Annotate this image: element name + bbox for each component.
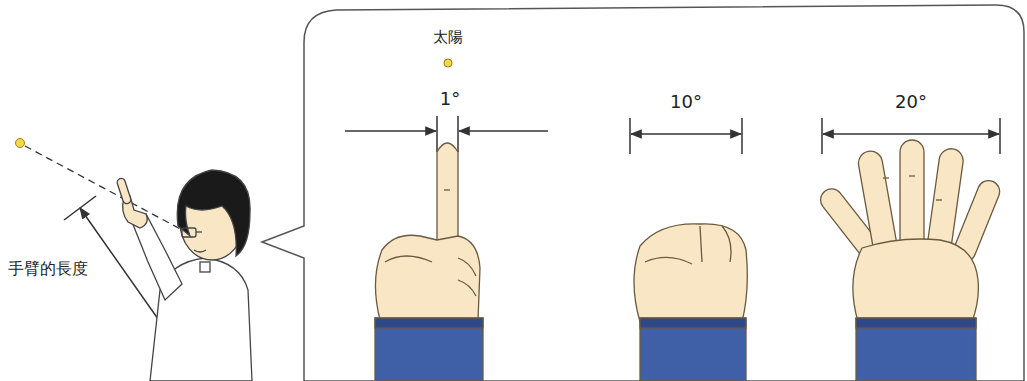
sun-label: 太陽 [433,28,463,46]
sight-line [25,146,186,232]
angle-label: 1° [440,88,460,110]
person-figure [116,170,252,381]
dimension-label: 手臂的長度 [8,259,88,278]
angle-label: 10° [670,91,702,113]
sun-dot [16,139,25,148]
open-hand [816,140,1003,381]
speech-bubble [262,5,1024,381]
fist-hand [634,224,747,381]
index-finger-hand [375,143,483,381]
sun-dot [444,59,452,67]
angle-label: 20° [895,91,927,113]
ten-degree-dimension [630,118,742,154]
